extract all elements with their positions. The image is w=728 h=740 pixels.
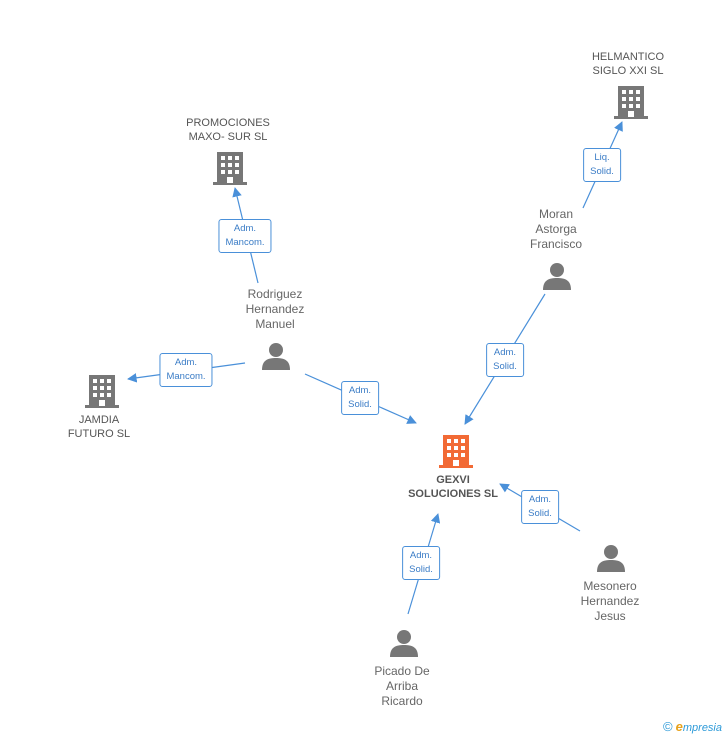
relation-adm-solid-moran[interactable]: Adm. Solid. [486, 343, 524, 377]
person-label-mesonero: Mesonero Hernandez Jesus [581, 579, 640, 624]
brand-name: mpresia [682, 722, 722, 734]
company-label-helmantico: HELMANTICO SIGLO XXI SL [592, 50, 664, 78]
copyright-icon: © [662, 719, 673, 734]
person-name-line3: Jesus [594, 609, 626, 623]
relation-role: Adm. [409, 550, 433, 561]
company-name-line1: GEXVI [436, 474, 470, 486]
relation-adm-solid-picado[interactable]: Adm. Solid. [402, 546, 440, 580]
person-name-line3: Francisco [529, 237, 583, 251]
relation-type: Solid. [493, 361, 517, 372]
brand-logo-initial: e [675, 719, 683, 734]
company-name-line2: SIGLO XXI SL [592, 65, 664, 77]
person-name-line2: Hernandez [245, 302, 305, 316]
person-name-line1: Moran [538, 207, 574, 221]
relation-type: Solid. [528, 508, 552, 519]
company-name-line2: FUTURO SL [67, 428, 131, 440]
person-icon-mesonero[interactable] [597, 544, 625, 572]
relation-role: Adm. [233, 223, 257, 234]
relation-role: Liq. [594, 152, 610, 163]
relation-liq-solid[interactable]: Liq. Solid. [583, 148, 621, 182]
brand-footer[interactable]: © empresia [663, 719, 722, 734]
relation-adm-solid-rodriguez[interactable]: Adm. Solid. [341, 381, 379, 415]
relation-role: Adm. [493, 347, 517, 358]
person-name-line3: Manuel [255, 317, 295, 331]
relation-role: Adm. [528, 494, 552, 505]
building-icon-main-company[interactable] [439, 433, 473, 469]
relation-adm-mancom-jamdia[interactable]: Adm. Mancom. [159, 353, 213, 387]
relation-type: Solid. [348, 399, 372, 410]
person-label-moran: Moran Astorga Francisco [530, 207, 582, 252]
person-name-line2: Hernandez [580, 594, 640, 608]
person-label-picado: Picado De Arriba Ricardo [374, 664, 429, 709]
relation-type: Mancom. [166, 371, 206, 382]
company-name-line2: MAXO- SUR SL [188, 131, 268, 143]
company-name-line2: SOLUCIONES SL [408, 488, 498, 500]
company-label-main: GEXVI SOLUCIONES SL [408, 473, 498, 501]
company-name-line1: JAMDIA [78, 414, 120, 426]
person-name-line3: Ricardo [381, 694, 423, 708]
relation-adm-mancom-promociones[interactable]: Adm. Mancom. [218, 219, 272, 253]
person-icon-picado[interactable] [390, 629, 418, 657]
person-name-line1: Mesonero [583, 579, 637, 593]
building-icon-jamdia[interactable] [85, 373, 119, 409]
person-name-line2: Arriba [385, 679, 418, 693]
person-name-line2: Astorga [535, 222, 577, 236]
relation-type: Mancom. [225, 237, 265, 248]
relation-adm-solid-mesonero[interactable]: Adm. Solid. [521, 490, 559, 524]
building-icon-helmantico[interactable] [614, 84, 648, 120]
relation-type: Solid. [590, 166, 614, 177]
company-name-line1: PROMOCIONES [186, 117, 270, 129]
person-icon-moran[interactable] [543, 262, 571, 290]
building-icon-promociones[interactable] [213, 150, 247, 186]
relation-role: Adm. [174, 357, 198, 368]
company-label-jamdia: JAMDIA FUTURO SL [68, 413, 130, 441]
company-label-promociones: PROMOCIONES MAXO- SUR SL [186, 116, 270, 144]
person-label-rodriguez: Rodriguez Hernandez Manuel [246, 287, 305, 332]
relation-type: Solid. [409, 564, 433, 575]
person-name-line1: Picado De [374, 664, 430, 678]
relation-role: Adm. [348, 385, 372, 396]
company-name-line1: HELMANTICO [591, 51, 665, 63]
person-name-line1: Rodriguez [247, 287, 303, 301]
person-icon-rodriguez[interactable] [262, 342, 290, 370]
